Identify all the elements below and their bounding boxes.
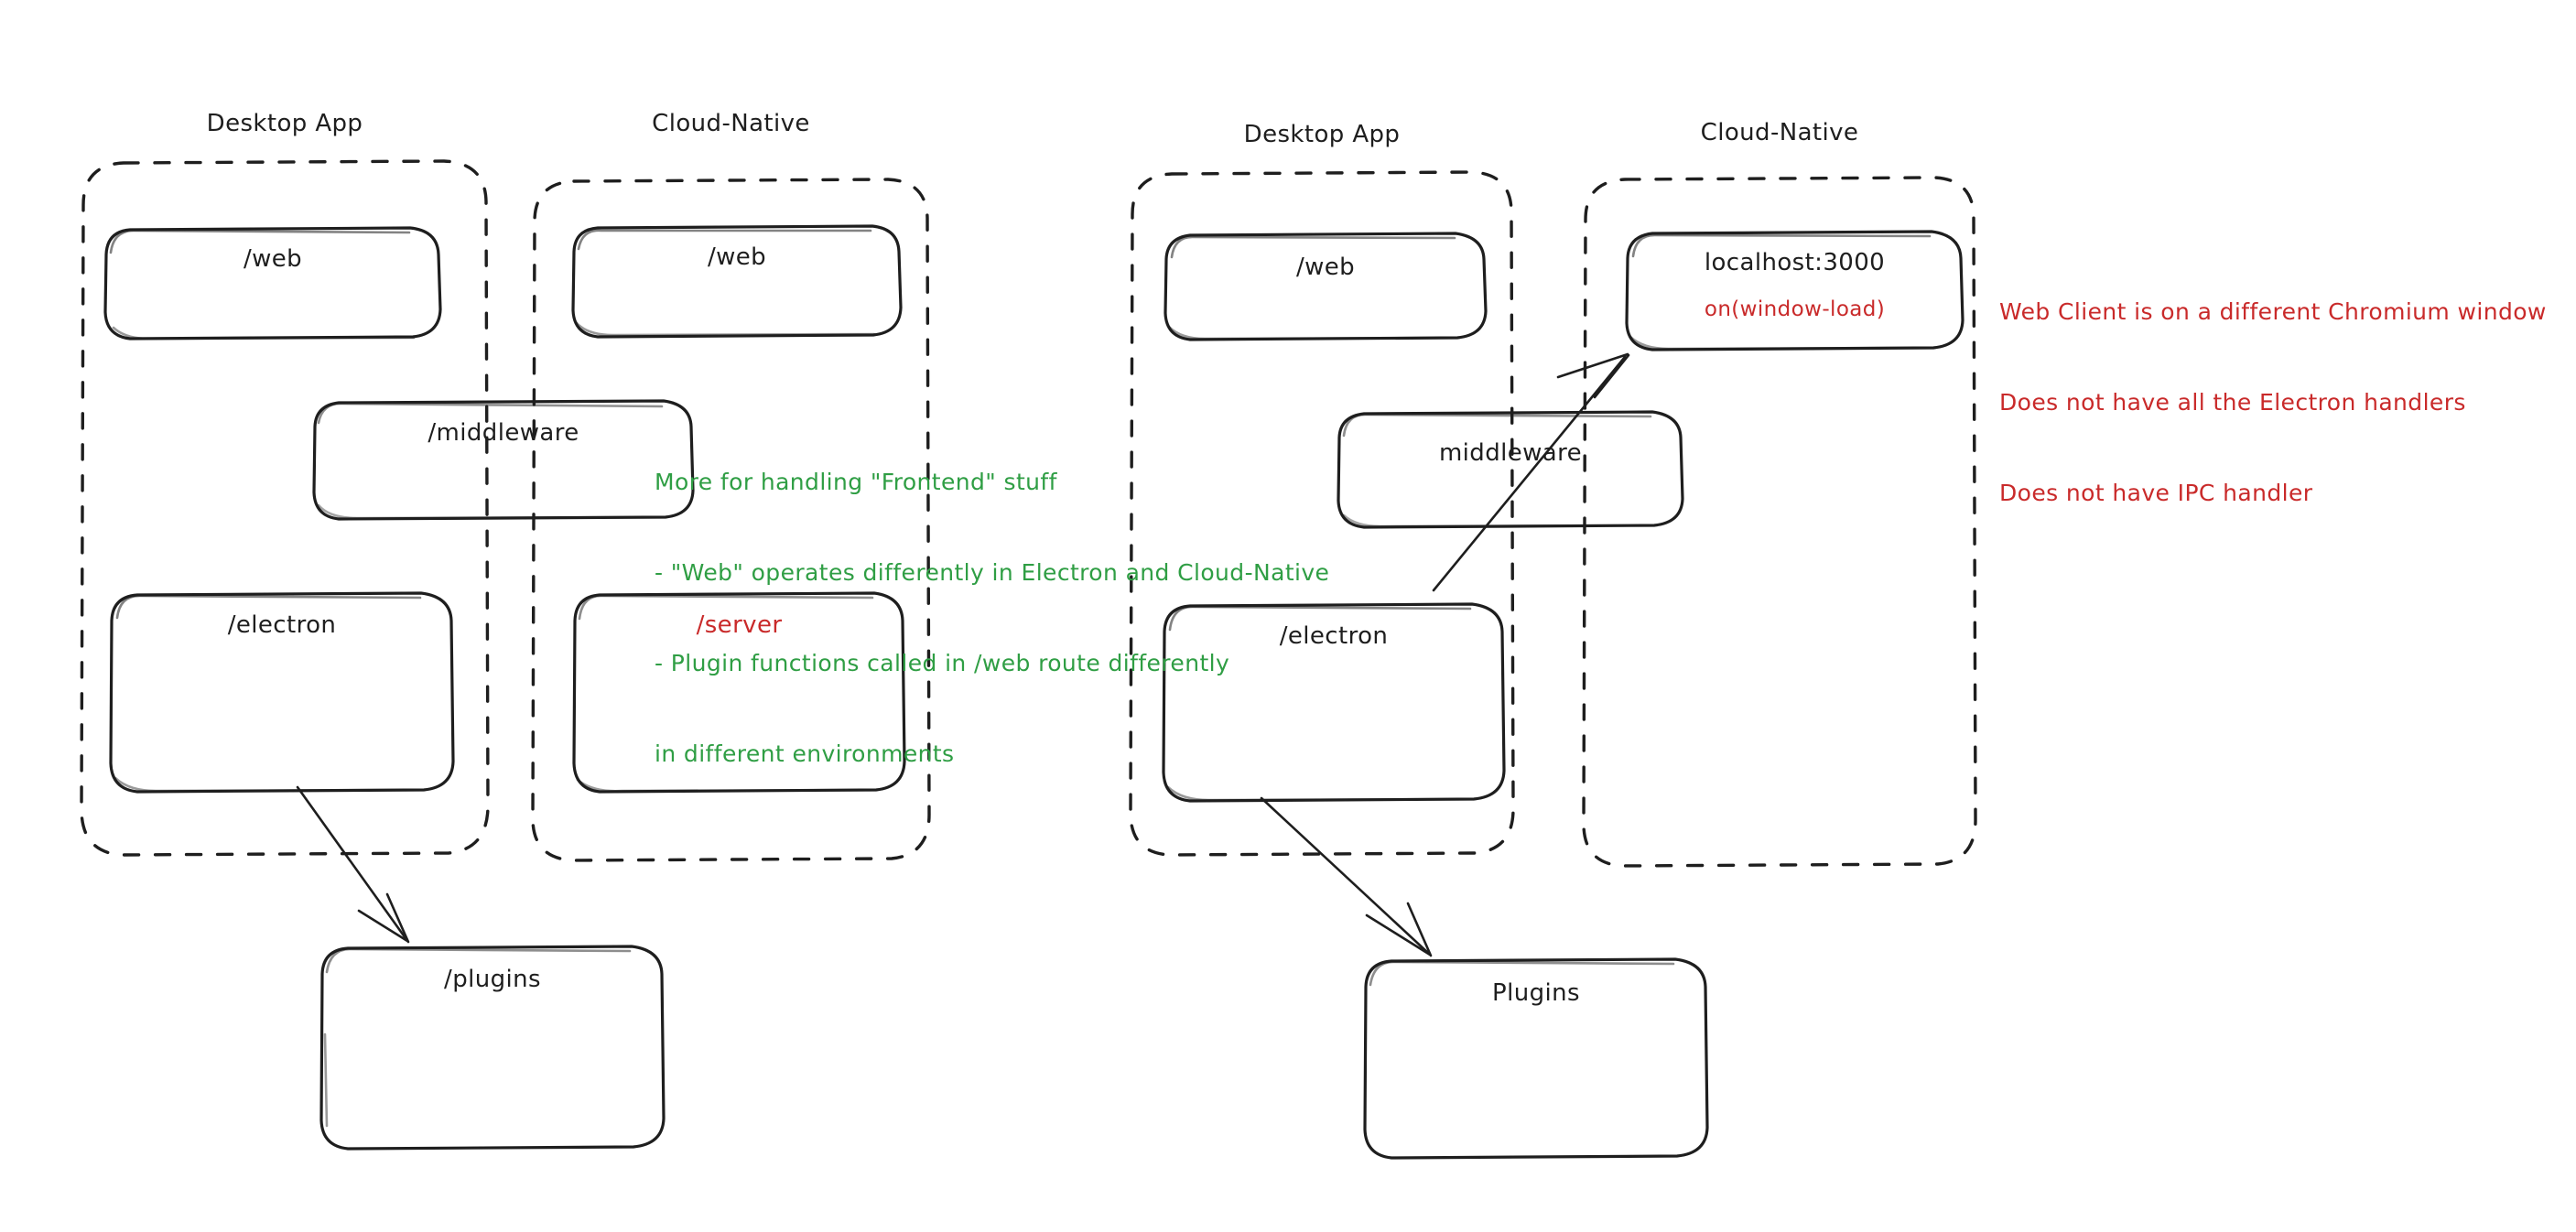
right-plugins-label: Plugins bbox=[1492, 979, 1580, 1007]
right-localhost-label: localhost:3000 bbox=[1704, 249, 1886, 276]
right-localhost-box bbox=[1625, 230, 1964, 351]
left-middleware-box bbox=[312, 399, 695, 521]
left-web-desktop-label: /web bbox=[243, 245, 303, 273]
right-desktop-app-label: Desktop App bbox=[1243, 121, 1401, 148]
red-note-line-2: Does not have all the Electron handlers bbox=[1999, 389, 2466, 416]
red-note-line-3: Does not have IPC handler bbox=[1999, 480, 2313, 506]
left-web-desktop-box bbox=[103, 226, 442, 340]
right-cloud-native-container bbox=[1582, 176, 1977, 868]
red-note: Web Client is on a different Chromium wi… bbox=[1999, 236, 2547, 568]
right-middleware-box bbox=[1337, 410, 1684, 529]
left-electron-label: /electron bbox=[227, 611, 337, 639]
right-web-box bbox=[1164, 232, 1488, 341]
arrow-right-electron-to-localhost bbox=[1432, 352, 1630, 592]
left-desktop-app-label: Desktop App bbox=[206, 110, 363, 137]
left-web-cloud-label: /web bbox=[707, 243, 767, 271]
right-electron-box bbox=[1162, 602, 1506, 803]
red-note-line-1: Web Client is on a different Chromium wi… bbox=[1999, 298, 2547, 325]
right-cloud-native-label: Cloud-Native bbox=[1700, 119, 1859, 146]
left-server-label: /server bbox=[696, 611, 783, 639]
right-desktop-app-container bbox=[1129, 170, 1515, 857]
left-desktop-app-container bbox=[80, 159, 490, 857]
right-plugins-box bbox=[1363, 957, 1709, 1160]
left-server-box bbox=[572, 591, 906, 794]
left-electron-box bbox=[109, 591, 455, 794]
right-electron-label: /electron bbox=[1279, 622, 1389, 650]
green-note-line-3: - Plugin functions called in /web route … bbox=[655, 650, 1230, 676]
green-note-line-4: in different environments bbox=[655, 740, 955, 767]
green-note: More for handling "Frontend" stuff - "We… bbox=[655, 406, 1329, 829]
left-plugins-box bbox=[319, 945, 666, 1151]
arrow-right-electron-to-plugins bbox=[1260, 796, 1433, 957]
right-web-label: /web bbox=[1295, 254, 1356, 281]
right-middleware-label: middleware bbox=[1438, 439, 1583, 467]
green-note-line-2: - "Web" operates differently in Electron… bbox=[655, 559, 1330, 586]
left-cloud-native-container bbox=[531, 178, 931, 862]
left-web-cloud-box bbox=[571, 224, 903, 339]
left-cloud-native-label: Cloud-Native bbox=[652, 110, 810, 137]
green-note-line-1: More for handling "Frontend" stuff bbox=[655, 469, 1057, 495]
left-plugins-label: /plugins bbox=[444, 966, 541, 993]
left-middleware-label: /middleware bbox=[428, 419, 579, 447]
right-localhost-sublabel: on(window-load) bbox=[1704, 297, 1886, 321]
arrow-left-electron-to-plugins bbox=[296, 785, 410, 944]
